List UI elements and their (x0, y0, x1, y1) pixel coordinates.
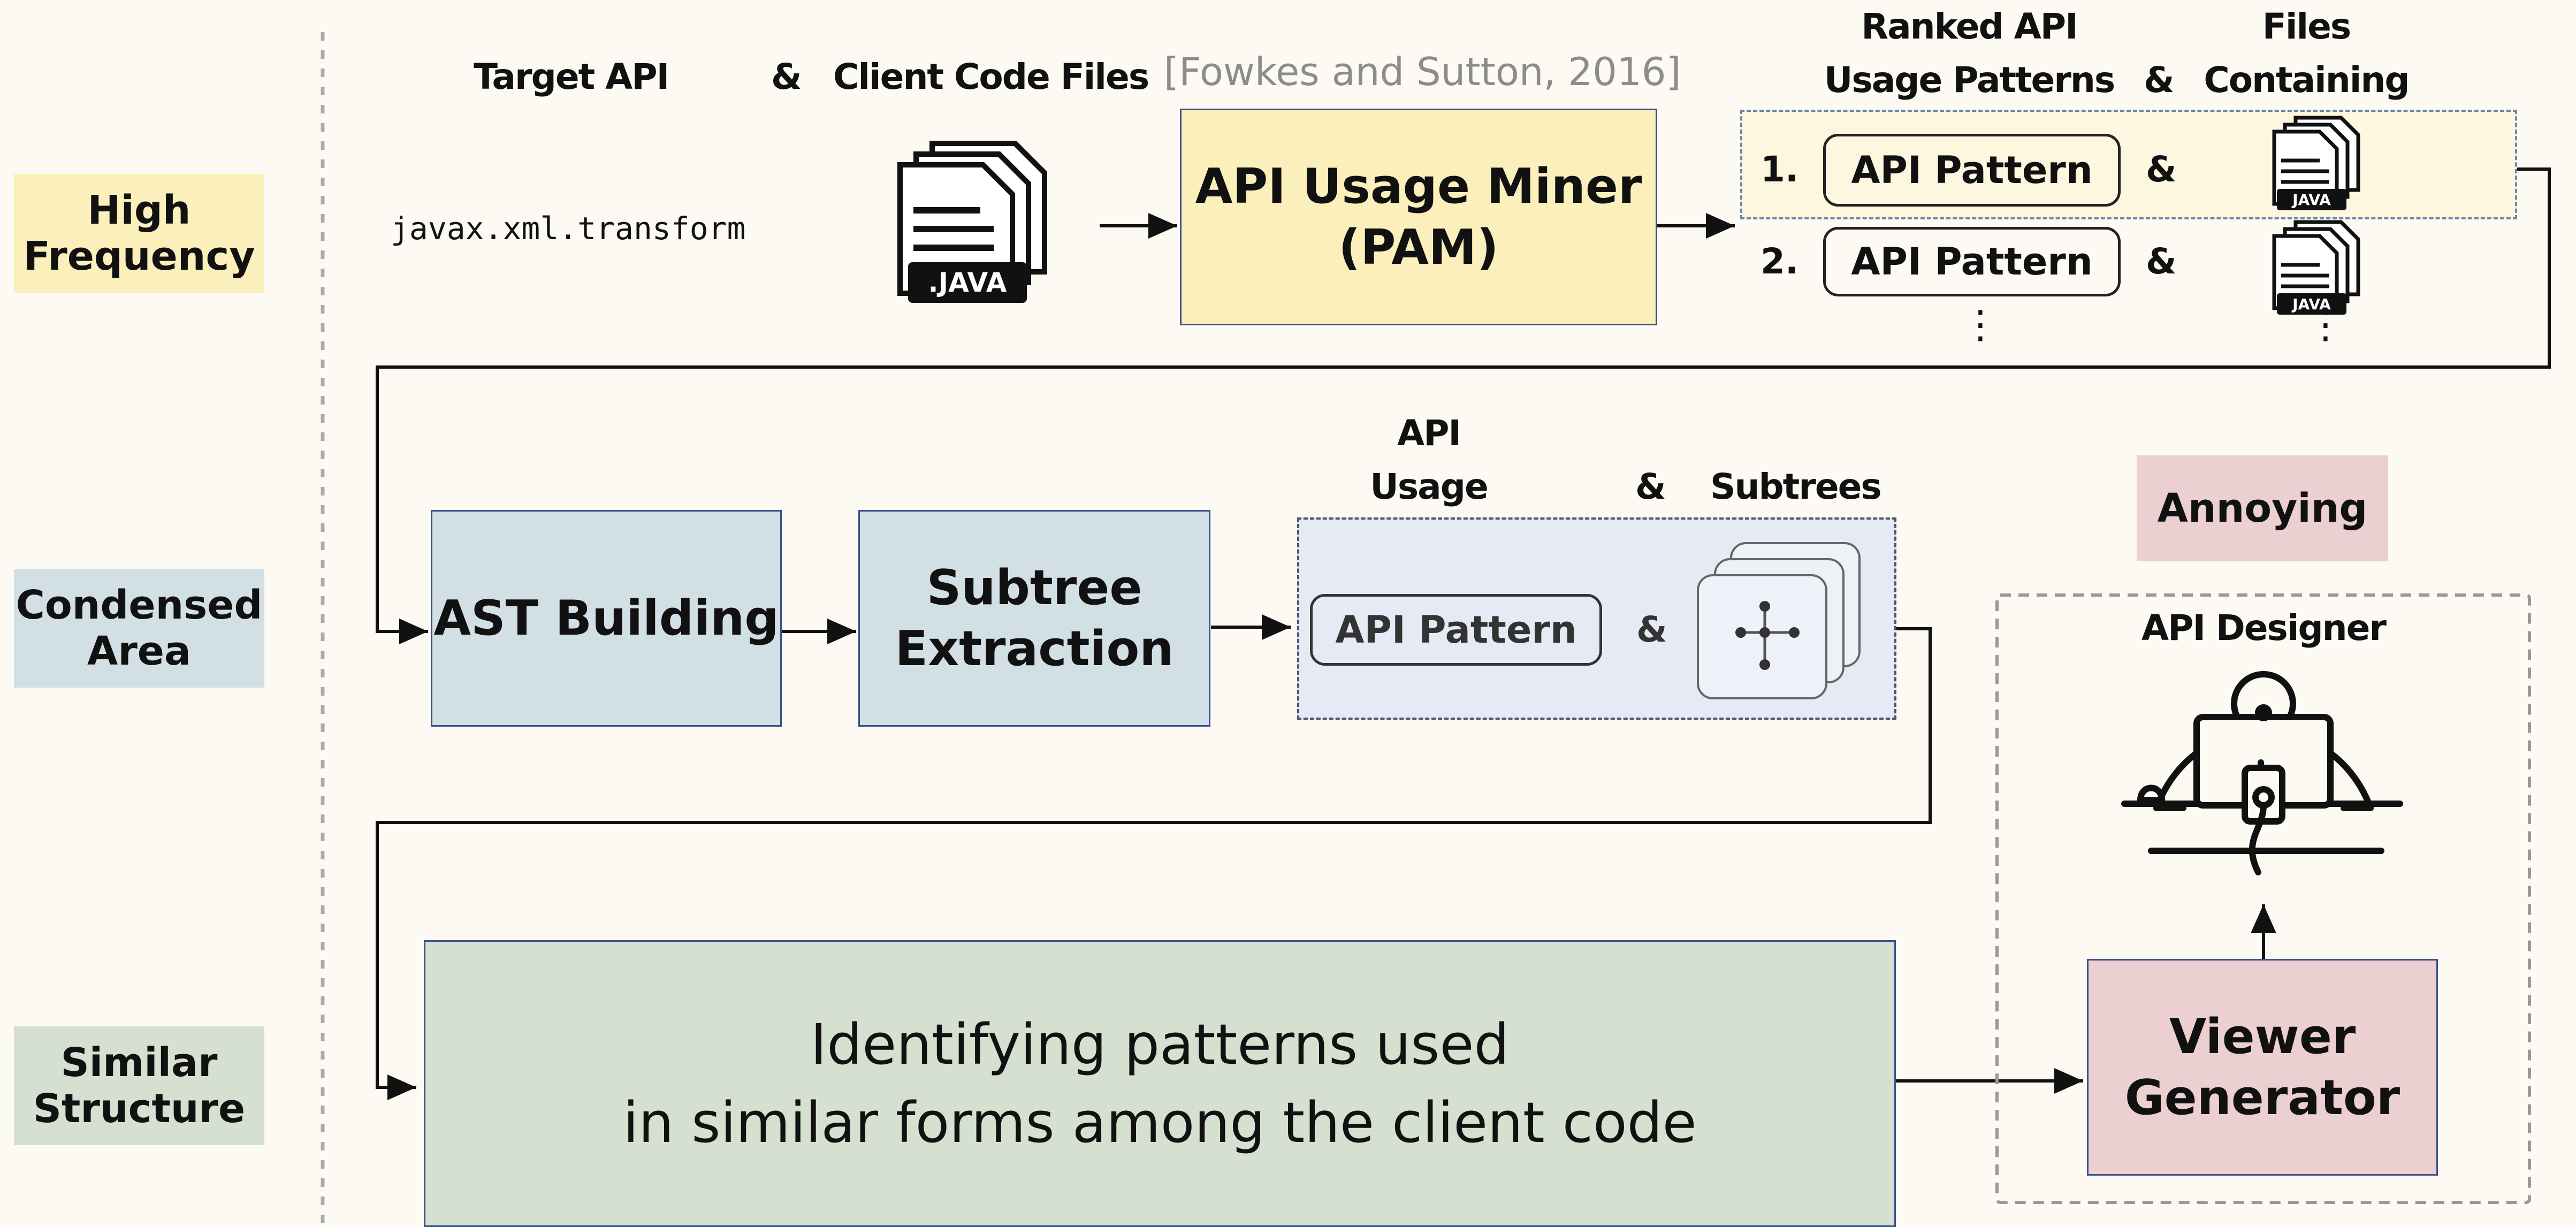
target-api-value: javax.xml.transform (391, 210, 746, 247)
header-usage-amp: & (1635, 466, 1666, 507)
java-file-label-2: JAVA (2292, 295, 2331, 313)
label-high-frequency-text: High Frequency (23, 187, 255, 279)
ranked-pattern-1: API Pattern (1823, 134, 2121, 207)
api-usage-miner-text: API Usage Miner (PAM) (1195, 158, 1642, 276)
ellipsis-patterns: ⋮ (1961, 302, 2000, 347)
label-condensed-area: Condensed Area (14, 569, 264, 688)
label-similar-structure-text: Similar Structure (33, 1040, 246, 1132)
java-file-icon-1: JAVA (2266, 115, 2362, 211)
identifying-patterns-text: Identifying patterns used in similar for… (623, 1012, 1697, 1155)
citation: [Fowkes and Sutton, 2016] (1164, 49, 1681, 94)
ellipsis-files: ⋮ (2306, 302, 2345, 347)
label-condensed-area-text: Condensed Area (16, 582, 263, 674)
header-ranked-patterns: Ranked API Usage Patterns (1824, 6, 2115, 101)
usage-api-pattern-text: API Pattern (1335, 608, 1577, 652)
api-designer-label: API Designer (2141, 607, 2387, 649)
java-file-icon-2: JAVA (2266, 219, 2362, 316)
header-client-code: Client Code Files (833, 56, 1149, 97)
java-files-label: .JAVA (928, 267, 1007, 298)
connector-row2-row3 (376, 627, 1932, 1100)
header-target-api: Target API (474, 56, 669, 97)
rank-1: 1. (1760, 149, 1798, 190)
identifying-patterns-box: Identifying patterns used in similar for… (424, 940, 1896, 1227)
label-similar-structure: Similar Structure (14, 1026, 264, 1145)
ranked-amp-2: & (2146, 241, 2177, 282)
connector-row1-row2 (376, 167, 2551, 644)
viewer-generator-box: Viewer Generator (2087, 959, 2438, 1176)
api-usage-miner-box: API Usage Miner (PAM) (1180, 109, 1657, 325)
ranked-pattern-2-text: API Pattern (1851, 240, 2093, 284)
subtrees-icon (1694, 540, 1865, 701)
ranked-pattern-2: API Pattern (1823, 227, 2121, 296)
ast-building-text: AST Building (433, 590, 779, 646)
ranked-amp-1: & (2146, 149, 2177, 190)
header-subtrees: Subtrees (1710, 466, 1882, 507)
viewer-generator-text: Viewer Generator (2124, 1008, 2400, 1126)
header-ranked-amp: & (2144, 59, 2175, 101)
rank-2: 2. (1760, 241, 1798, 282)
usage-amp: & (1636, 609, 1667, 650)
subtree-extraction-text: Subtree Extraction (895, 559, 1174, 677)
ranked-pattern-1-text: API Pattern (1851, 148, 2093, 192)
ast-building-box: AST Building (431, 510, 782, 727)
java-files-icon: .JAVA (895, 138, 1051, 305)
label-annoying: Annoying (2137, 455, 2388, 561)
label-annoying-text: Annoying (2157, 485, 2368, 531)
subtree-extraction-box: Subtree Extraction (858, 510, 1210, 727)
label-high-frequency: High Frequency (14, 174, 264, 293)
annoying-region (1995, 593, 2531, 1204)
java-file-label-1: JAVA (2292, 191, 2331, 209)
designer-icon (2119, 664, 2408, 888)
header-amp: & (771, 56, 802, 97)
usage-api-pattern: API Pattern (1310, 594, 1602, 666)
